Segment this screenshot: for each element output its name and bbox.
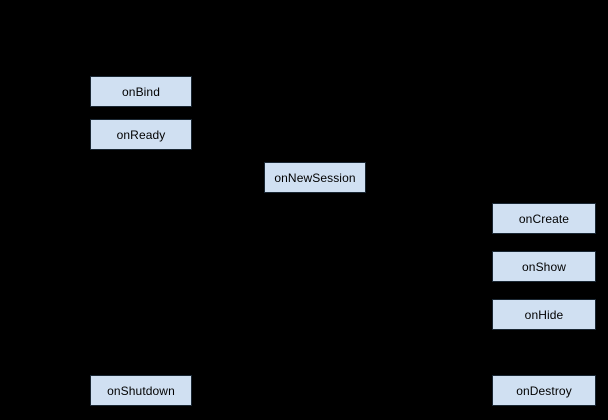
node-on-bind[interactable]: onBind — [90, 76, 192, 107]
node-on-hide-label: onHide — [524, 307, 564, 322]
node-on-show-label: onShow — [522, 259, 566, 274]
node-on-show[interactable]: onShow — [492, 251, 596, 282]
node-on-ready-label: onReady — [116, 127, 166, 142]
node-on-create-label: onCreate — [518, 211, 570, 226]
node-on-destroy[interactable]: onDestroy — [492, 375, 596, 406]
node-on-new-session-label: onNewSession — [274, 170, 356, 185]
node-on-hide[interactable]: onHide — [492, 299, 596, 330]
node-on-bind-label: onBind — [122, 84, 160, 99]
node-on-new-session[interactable]: onNewSession — [264, 162, 366, 193]
node-on-destroy-label: onDestroy — [516, 383, 572, 398]
node-on-shutdown-label: onShutdown — [107, 383, 175, 398]
node-on-ready[interactable]: onReady — [90, 119, 192, 150]
node-on-shutdown[interactable]: onShutdown — [90, 375, 192, 406]
node-on-create[interactable]: onCreate — [492, 203, 596, 234]
